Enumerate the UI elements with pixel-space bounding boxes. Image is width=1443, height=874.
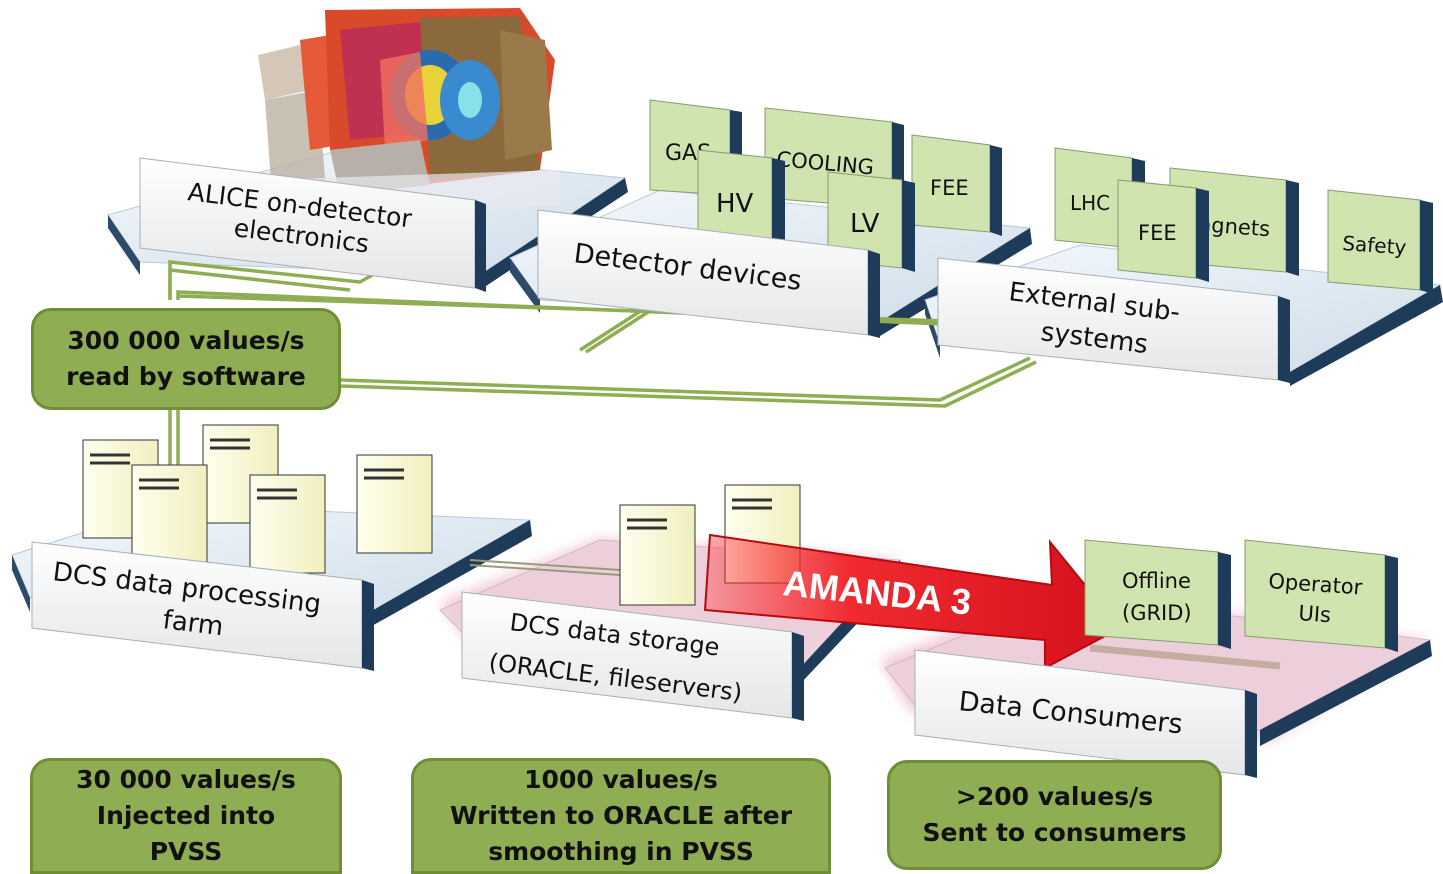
fee-detector-label: FEE [930, 176, 969, 200]
callout-read-line2: read by software [66, 362, 306, 391]
offline-sublabel: (GRID) [1122, 601, 1192, 625]
callout-written-line2: Written to ORACLE after [449, 801, 793, 830]
device-box-fee-external: FEE [1117, 179, 1209, 282]
fee-external-label: FEE [1138, 221, 1177, 245]
lv-label: LV [850, 209, 880, 239]
callout-written-line3: smoothing in PVSS [488, 837, 754, 866]
label-card-detector: Detector devices [537, 209, 880, 338]
callout-sent-line2: Sent to consumers [922, 818, 1187, 847]
callout-injected-line2: Injected into [96, 801, 276, 830]
device-box-safety: Safety [1327, 189, 1433, 294]
callout-written-line1: 1000 values/s [524, 765, 718, 794]
label-card-storage: DCS data storage (ORACLE, fileservers) [461, 591, 804, 721]
server-icon [356, 454, 433, 554]
server-icon [249, 474, 326, 574]
label-card-consumers: Data Consumers [914, 649, 1257, 778]
callout-injected-line3: PVSS [149, 837, 223, 866]
callout-injected-line1: 30 000 values/s [76, 765, 296, 794]
device-box-fee-detector: FEE [911, 134, 1002, 236]
server-icon [619, 504, 696, 606]
safety-label: Safety [1342, 231, 1408, 259]
callout-injected-rate: 30 000 values/s Injected into PVSS [30, 758, 342, 874]
device-box-lv: LV [827, 171, 915, 272]
offline-label: Offline [1122, 569, 1191, 593]
callout-sent-line1: >200 values/s [955, 782, 1154, 811]
lhc-label: LHC [1070, 191, 1110, 215]
alice-detector-image [258, 8, 560, 210]
server-group-storage [619, 484, 801, 606]
callout-sent-rate: >200 values/s Sent to consumers [887, 760, 1222, 870]
callout-read-rate: 300 000 values/s read by software [31, 308, 341, 410]
server-group-farm [82, 424, 433, 574]
server-icon [131, 464, 208, 564]
label-card-external: External sub- systems [937, 257, 1290, 383]
amanda-arrow: AMANDA 3 [703, 533, 1122, 670]
callout-read-line1: 300 000 values/s [67, 326, 305, 355]
device-box-hv: HV [697, 149, 785, 249]
hv-label: HV [716, 189, 754, 219]
operator-sublabel: UIs [1298, 601, 1332, 627]
callout-written-rate: 1000 values/s Written to ORACLE after sm… [411, 758, 831, 874]
green-cables [168, 260, 1041, 576]
farm-sublabel: farm [161, 605, 225, 642]
device-box-offline: Offline (GRID) [1084, 539, 1231, 649]
label-card-farm: DCS data processing farm [31, 541, 374, 671]
device-box-operator: Operator UIs [1244, 539, 1398, 652]
